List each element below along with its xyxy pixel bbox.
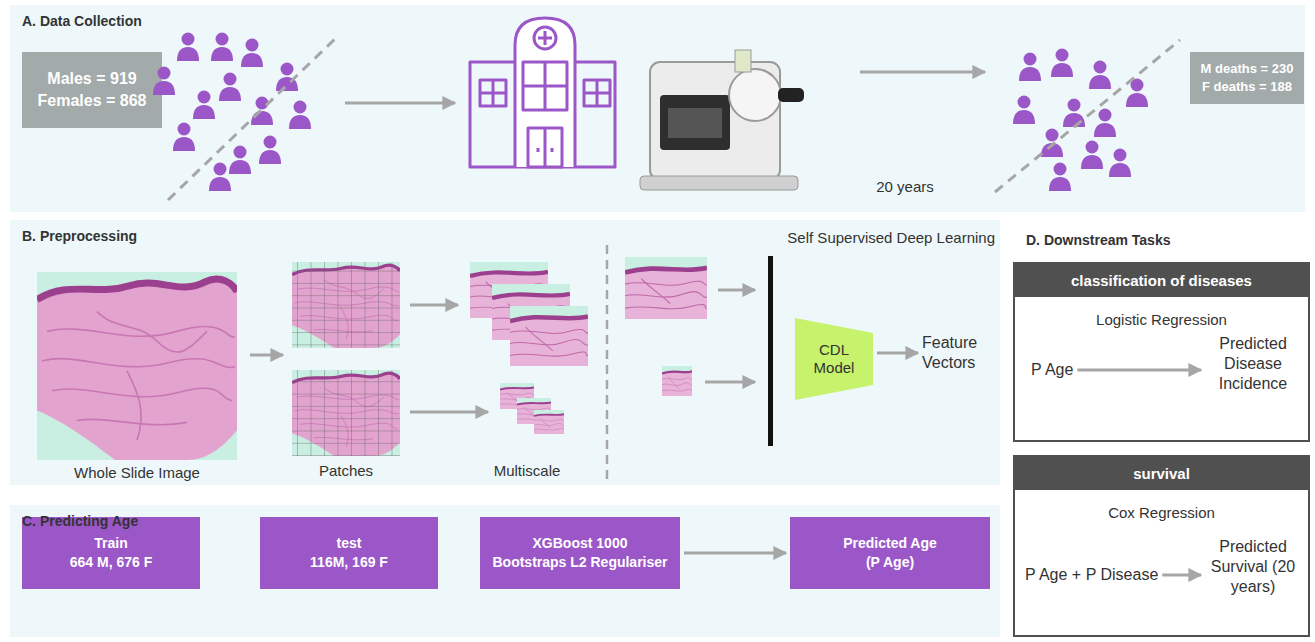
image-caption: Multiscale — [494, 462, 561, 479]
count-text: M deaths = 230 F deaths = 188 — [1198, 60, 1296, 95]
count-box: Males = 919 Females = 868 — [22, 52, 162, 128]
variable-label: P Age — [1031, 360, 1073, 380]
task-box: survivalCox Regression P Age + P Disease P… — [1013, 455, 1310, 637]
variable-label: Predicted Disease Incidence — [1205, 334, 1301, 394]
model-label: CDL Model — [805, 341, 863, 377]
box-body: 664 M, 676 F — [70, 553, 153, 572]
variable-node: Predicted Disease Incidence — [1205, 334, 1301, 394]
duration-label: 20 years — [876, 178, 934, 195]
variable-label: P Age + P Disease — [1025, 565, 1158, 585]
flow-arrow — [877, 352, 918, 355]
panel-title: C. Predicting Age — [22, 513, 1000, 529]
method-label: Logistic Regression — [1015, 311, 1308, 328]
panel: C. Predicting AgeTrain664 M, 676 F test11… — [10, 505, 1000, 637]
flow-arrow — [1162, 574, 1201, 577]
box-heading: XGBoost 1000 — [533, 534, 628, 553]
image-caption: Patches — [319, 462, 373, 479]
box-heading: Predicted Age — [843, 534, 937, 553]
box-body: Bootstraps L2 Regulariser — [492, 553, 667, 572]
variable-node: P Age — [1031, 360, 1073, 380]
task-header: classification of diseases — [1015, 264, 1308, 297]
variable-node: P Age + P Disease — [1025, 565, 1158, 585]
panel-title: A. Data Collection — [22, 13, 1305, 29]
count-box: M deaths = 230 F deaths = 188 — [1190, 52, 1304, 104]
variable-label: Predicted Survival (20 years) — [1205, 537, 1301, 597]
process-box: test116M, 169 F — [260, 517, 438, 589]
model-trapezoid: CDL Model — [795, 318, 873, 400]
count-text: Males = 919 Females = 868 — [32, 68, 152, 111]
output-node: Feature Vectors — [922, 333, 998, 373]
panel-title: D. Downstream Tasks — [1026, 232, 1170, 248]
task-box: classification of diseasesLogistic Regre… — [1013, 262, 1310, 442]
flow-arrow — [684, 552, 786, 555]
process-box: Predicted Age(P Age) — [790, 517, 990, 589]
method-label: Cox Regression — [1015, 504, 1308, 521]
task-header: survival — [1015, 457, 1308, 490]
variable-node: Predicted Survival (20 years) — [1205, 537, 1301, 597]
image-caption: Whole Slide Image — [74, 464, 200, 481]
box-heading: Train — [94, 534, 127, 553]
box-body: 116M, 169 F — [310, 553, 388, 572]
process-box: XGBoost 1000Bootstraps L2 Regulariser — [480, 517, 680, 589]
output-label: Feature Vectors — [922, 333, 998, 373]
stage-label: Self Supervised Deep Learning — [787, 229, 995, 246]
box-body: (P Age) — [866, 553, 914, 572]
flow-arrow — [1077, 369, 1201, 372]
box-heading: test — [337, 534, 362, 553]
